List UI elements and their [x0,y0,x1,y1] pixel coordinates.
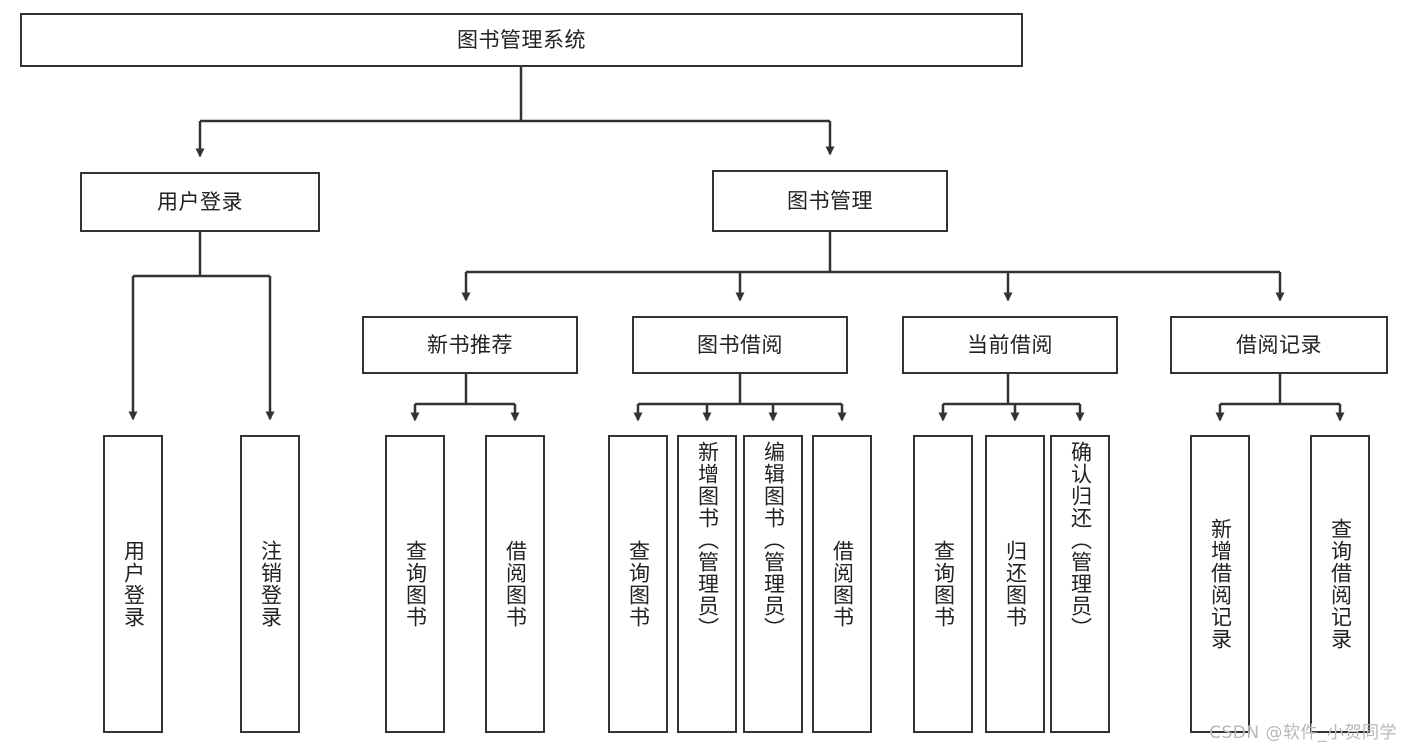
node-book-borrow[interactable]: 图书借阅 [632,316,848,374]
node-new-book-recommend[interactable]: 新书推荐 [362,316,578,374]
leaf-label-nbr-borrow-book: 借阅图书 [503,540,528,628]
leaf-nbr-query-book[interactable]: 查询图书 [385,435,445,733]
watermark-text: CSDN @软件_小贺同学 [1209,723,1397,743]
leaf-label-cb-confirm-return: 确认归还（管理员） [1068,441,1093,639]
leaf-bb-edit-book[interactable]: 编辑图书（管理员） [743,435,803,733]
root-to-level2-connectors [195,67,835,158]
leaf-label-cb-query-book: 查询图书 [931,540,956,628]
node-current-borrow[interactable]: 当前借阅 [902,316,1118,374]
leaf-user-login[interactable]: 用户登录 [103,435,163,733]
leaf-label-bb-edit-book: 编辑图书（管理员） [761,441,786,639]
leaf-label-cb-return-book: 归还图书 [1003,540,1028,628]
current-borrow-connectors [938,374,1085,422]
node-book-management[interactable]: 图书管理 [712,170,948,232]
leaf-label-user-login: 用户登录 [121,540,146,628]
book-management-connectors [461,232,1285,302]
node-borrow-record[interactable]: 借阅记录 [1170,316,1388,374]
leaf-bb-add-book[interactable]: 新增图书（管理员） [677,435,737,733]
leaf-bb-query-book[interactable]: 查询图书 [608,435,668,733]
leaf-logout[interactable]: 注销登录 [240,435,300,733]
leaf-label-bb-add-book: 新增图书（管理员） [695,441,720,639]
node-user-login[interactable]: 用户登录 [80,172,320,232]
node-label-borrow-record: 借阅记录 [1236,332,1322,357]
leaf-br-query-record[interactable]: 查询借阅记录 [1310,435,1370,733]
leaf-label-nbr-query-book: 查询图书 [403,540,428,628]
leaf-label-br-add-record: 新增借阅记录 [1208,518,1233,650]
node-root-system[interactable]: 图书管理系统 [20,13,1023,67]
borrow-record-connectors [1215,374,1345,422]
book-borrow-connectors [633,374,847,422]
leaf-cb-return-book[interactable]: 归还图书 [985,435,1045,733]
node-label-root: 图书管理系统 [457,27,586,52]
leaf-label-br-query-record: 查询借阅记录 [1328,518,1353,650]
node-label-user-login: 用户登录 [157,189,243,214]
node-label-book-borrow: 图书借阅 [697,332,783,357]
leaf-nbr-borrow-book[interactable]: 借阅图书 [485,435,545,733]
leaf-label-bb-borrow-book: 借阅图书 [830,540,855,628]
leaf-label-bb-query-book: 查询图书 [626,540,651,628]
node-label-current-borrow: 当前借阅 [967,332,1053,357]
leaf-br-add-record[interactable]: 新增借阅记录 [1190,435,1250,733]
user-login-connectors [128,232,275,421]
node-label-new-book-recommend: 新书推荐 [427,332,513,357]
leaf-bb-borrow-book[interactable]: 借阅图书 [812,435,872,733]
leaf-cb-confirm-return[interactable]: 确认归还（管理员） [1050,435,1110,733]
node-label-book-management: 图书管理 [787,188,873,213]
new-book-rec-connectors [410,374,520,422]
leaf-cb-query-book[interactable]: 查询图书 [913,435,973,733]
leaf-label-logout: 注销登录 [258,540,283,628]
